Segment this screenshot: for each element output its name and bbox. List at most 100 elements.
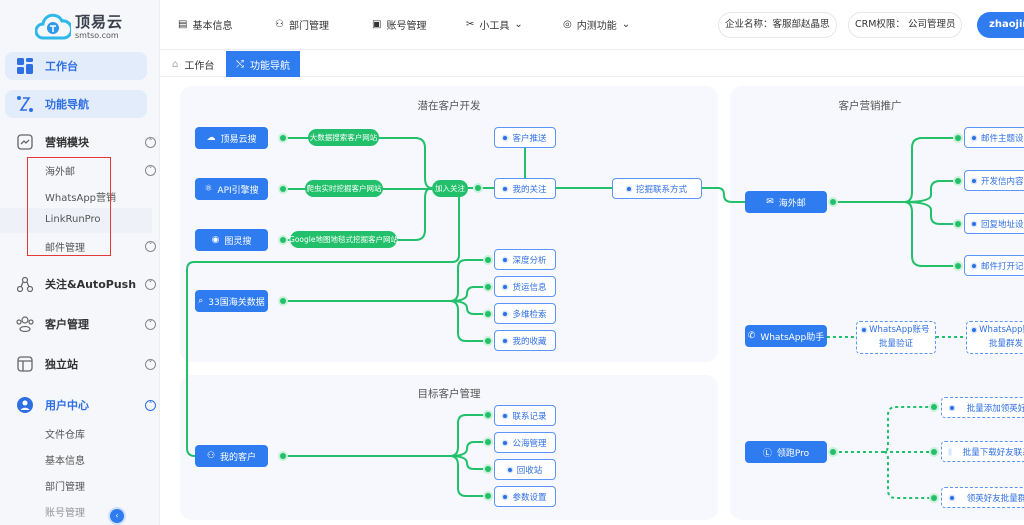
sidebar-item-workbench[interactable]: 工作台 [5, 52, 147, 80]
sidebar-subitem-basic-info[interactable]: 基本信息 [45, 456, 85, 467]
whatsapp-icon: ✆ [747, 331, 756, 341]
node-mine-contacts[interactable]: 挖掘联系方式 [612, 178, 702, 199]
cloud-logo-icon [35, 13, 71, 40]
node-label: 33国海关数据 [208, 297, 265, 308]
tab-bar [160, 51, 1024, 77]
sidebar-item-label: 功能导航 [45, 98, 89, 111]
label-big-data-search: 大数据搜索客户网站 [308, 129, 379, 146]
active-row-highlight [0, 208, 152, 233]
node-customer-item[interactable]: 回收站 [494, 459, 556, 480]
chevron-down-icon[interactable]: ˅ [145, 318, 156, 330]
sidebar-item-autopush[interactable]: 关注&AutoPush ˅ [5, 270, 157, 298]
bullet-icon [503, 284, 508, 289]
node-overseas-mail[interactable]: ✉海外邮 [745, 191, 827, 213]
sidebar-subitem-whatsapp[interactable]: WhatsApp营销 [45, 193, 117, 204]
node-label: 参数设置 [512, 492, 547, 503]
node-customs-item[interactable]: 深度分析 [494, 249, 556, 270]
cloud-icon: ☁ [206, 133, 216, 143]
bullet-icon [503, 186, 508, 191]
node-linkrun-item[interactable]: 批量添加领英好友 [941, 397, 1024, 418]
node-label: 回收站 [516, 465, 543, 476]
sidebar-item-label: 客户管理 [45, 318, 89, 331]
bullet-icon [950, 495, 954, 500]
chevron-up-icon[interactable]: ˄ [145, 399, 156, 411]
route-icon [16, 95, 34, 113]
chevron-up-icon[interactable]: ˄ [145, 136, 156, 148]
chart-icon [16, 133, 34, 151]
bullet-icon [503, 311, 508, 316]
node-label: 邮件主题设置 [981, 133, 1024, 144]
sidebar-item-site[interactable]: 独立站 ˅ [5, 350, 157, 378]
sidebar-subitem-linkrunpro[interactable]: LinkRunPro [45, 214, 101, 225]
nav-label: 小工具 [479, 21, 510, 32]
node-customs-item[interactable]: 货运信息 [494, 276, 556, 297]
tab-feature-nav[interactable]: ⤭功能导航 [226, 51, 300, 77]
sidebar-subitem-departments[interactable]: 部门管理 [45, 482, 85, 493]
node-whatsapp-broadcast[interactable]: WhatsApp账号批量群发 [966, 321, 1024, 354]
node-linkrun-item[interactable]: 领英好友批量群发 [941, 487, 1024, 508]
chevron-down-icon[interactable]: ˅ [145, 165, 156, 176]
nav-accounts[interactable]: ▣账号管理 [372, 17, 426, 32]
node-customs-data[interactable]: ⌕33国海关数据 [195, 290, 268, 312]
node-mail-item[interactable]: 开发信内容设置 [964, 170, 1024, 191]
mail-icon: ✉ [766, 197, 774, 207]
node-label: 图灵搜 [224, 236, 252, 247]
node-label: 我的客户 [220, 452, 257, 463]
node-label: 领英好友批量群发 [966, 493, 1024, 504]
nav-departments[interactable]: ⚇部门管理 [275, 17, 329, 32]
users-icon: ⚇ [206, 451, 216, 461]
sidebar-subitem-mail-manage[interactable]: 邮件管理 [45, 243, 85, 254]
node-customer-push[interactable]: 客户推送 [494, 127, 556, 148]
user-menu-button[interactable]: zhaojin [977, 12, 1024, 38]
node-smtso-search[interactable]: ☁顶易云搜 [195, 127, 268, 149]
logo-name: 顶易云 [75, 13, 124, 31]
beta-icon: ◎ [563, 19, 572, 30]
node-customer-item[interactable]: 联系记录 [494, 405, 556, 426]
nav-basic-info[interactable]: ▤基本信息 [178, 17, 232, 32]
sidebar-item-marketing[interactable]: 营销模块 ˄ [5, 128, 157, 156]
bullet-icon [503, 257, 508, 262]
chevron-down-icon[interactable]: ˅ [145, 358, 156, 370]
sidebar-subitem-files[interactable]: 文件仓库 [45, 430, 85, 441]
node-customer-item[interactable]: 公海管理 [494, 432, 556, 453]
node-mail-item[interactable]: 邮件打开记录 [964, 255, 1024, 276]
sidebar-subitem-mail[interactable]: 海外邮 [45, 167, 75, 178]
sidebar-item-feature-nav[interactable]: 功能导航 [5, 90, 147, 118]
node-label: 我的关注 [512, 184, 547, 195]
bullet-icon [503, 440, 508, 445]
panel-title: 目标客户管理 [417, 388, 481, 400]
node-whatsapp-verify[interactable]: WhatsApp账号批量验证 [856, 321, 936, 354]
node-add-follow[interactable]: 加入关注 [432, 180, 468, 197]
node-label: 批量群发 [988, 339, 1023, 349]
radar-icon: ◉ [211, 235, 220, 245]
sidebar-item-label: 关注&AutoPush [45, 278, 137, 291]
node-turing-search[interactable]: ◉ 图灵搜 [195, 229, 268, 251]
nav-tools[interactable]: ✂小工具⌄ [466, 17, 523, 32]
node-label: 挖掘联系方式 [635, 184, 687, 195]
nav-beta[interactable]: ◎内测功能⌄ [563, 17, 630, 32]
chevron-down-icon[interactable]: ˅ [145, 241, 156, 252]
bullet-icon [503, 494, 508, 499]
node-customer-item[interactable]: 参数设置 [494, 486, 556, 507]
node-label: 多维检索 [512, 309, 547, 320]
node-customs-item[interactable]: 多维检索 [494, 303, 556, 324]
node-mail-item[interactable]: 回复地址设置 [964, 213, 1024, 234]
sidebar-subitem-accounts[interactable]: 账号管理 [45, 508, 85, 519]
sidebar-item-user-center[interactable]: 用户中心 ˄ [5, 391, 157, 419]
node-my-follows[interactable]: 我的关注 [494, 178, 556, 199]
node-customs-item[interactable]: 我的收藏 [494, 330, 556, 351]
node-whatsapp-assistant[interactable]: ✆WhatsApp助手 [745, 325, 827, 347]
tab-workbench[interactable]: ⌂工作台 [162, 51, 224, 77]
users-icon [16, 315, 34, 333]
sidebar-item-customers[interactable]: 客户管理 ˅ [5, 310, 157, 338]
nav-label: 基本信息 [192, 21, 233, 32]
node-linkrun-item[interactable]: 批量下载好友联系方式 [941, 441, 1024, 462]
node-api-search[interactable]: ⚛API引擎搜 [195, 178, 268, 200]
chevron-down-icon[interactable]: ˅ [145, 278, 156, 290]
node-mail-item[interactable]: 邮件主题设置 [964, 127, 1024, 148]
node-my-customers[interactable]: ⚇ 我的客户 [195, 445, 268, 467]
bullet-icon [972, 263, 976, 268]
logo[interactable]: 顶易云 smtso.com [35, 10, 135, 44]
collapse-sidebar-button[interactable]: ‹ [110, 509, 124, 523]
